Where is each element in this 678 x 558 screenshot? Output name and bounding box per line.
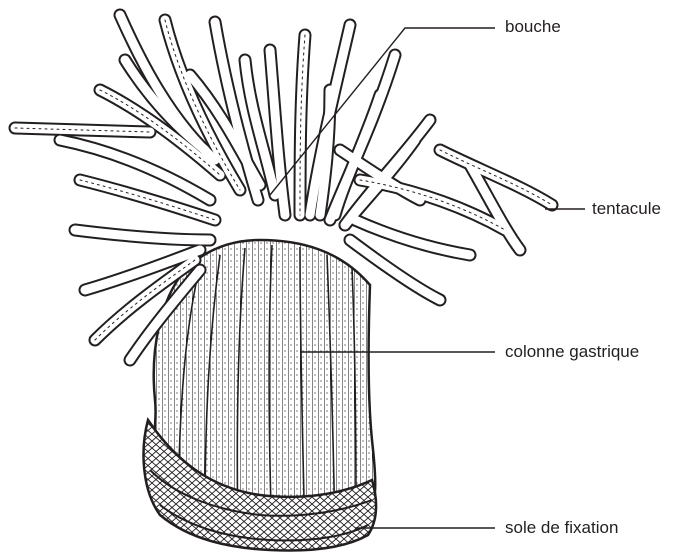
label-bouche: bouche [505, 18, 561, 35]
label-sole-de-fixation: sole de fixation [505, 519, 618, 536]
label-tentacule: tentacule [592, 200, 661, 217]
label-colonne-gastrique: colonne gastrique [505, 343, 639, 360]
